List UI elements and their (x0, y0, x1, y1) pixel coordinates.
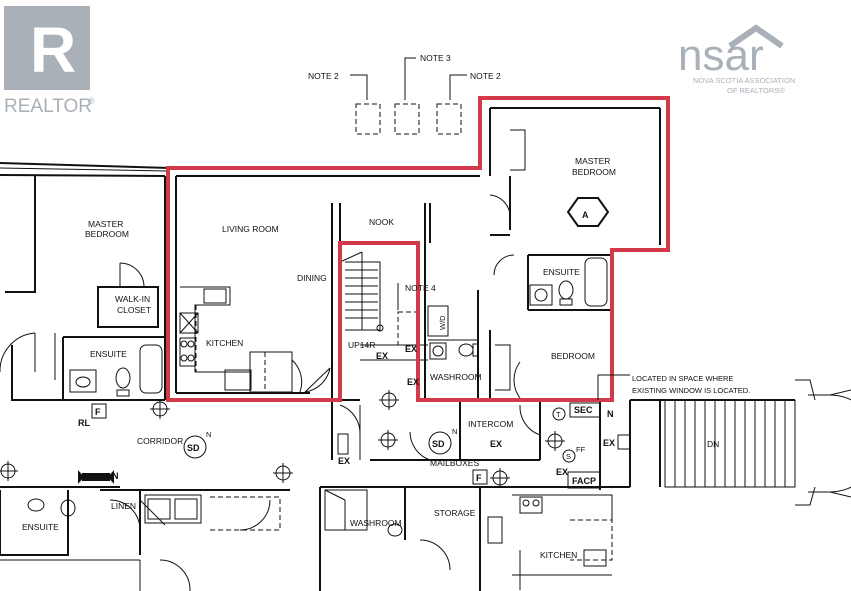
ex-sign-7: EX (603, 438, 615, 448)
sd-left-n: N (206, 430, 211, 439)
master-bedroom-a-line1: MASTER (575, 156, 610, 166)
master-bedroom-a-line2: BEDROOM (572, 167, 616, 177)
ex-sign-5: EX (490, 439, 502, 449)
note-4: NOTE 4 (405, 283, 436, 293)
walls (0, 107, 851, 591)
sd-mid-n: N (452, 427, 457, 436)
nsar-watermark: nsar NOVA SCOTIA ASSOCIATION OF REALTORS… (678, 24, 795, 95)
kitchen-lower-label: KITCHEN (540, 550, 577, 560)
corridor-label: CORRIDOR (137, 436, 183, 446)
s-symbol: S (566, 452, 571, 461)
linen-label: LINEN (111, 501, 136, 511)
top-notes: NOTE 2 NOTE 3 NOTE 2 (308, 53, 501, 135)
svg-text:R: R (30, 14, 76, 86)
f-sign-2: F (476, 473, 482, 483)
facp-label: FACP (572, 476, 596, 486)
bedroom-label: BEDROOM (551, 351, 595, 361)
note-2-left: NOTE 2 (308, 71, 339, 81)
north-mark-right: N (607, 409, 614, 419)
sec-label: SEC (574, 405, 593, 415)
ex-sign-4: EX (338, 456, 350, 466)
unit-a-tag: A (566, 197, 610, 227)
f-sign-1: F (95, 407, 101, 417)
annotations: NOTE 4 UP14R EX EX EX W/D LOCATED IN SPA… (0, 283, 750, 489)
walk-in-closet-line2: CLOSET (117, 305, 151, 315)
north-mark-left: N (112, 471, 119, 481)
intercom-label: INTERCOM (468, 419, 513, 429)
mailboxes-label: MAILBOXES (430, 458, 479, 468)
ex-sign-6: EX (556, 467, 568, 477)
stair (339, 251, 384, 332)
nsar-line2: OF REALTORS® (727, 86, 785, 95)
ff-label: FF (576, 445, 586, 454)
washroom-lower-label: WASHROOM (350, 518, 402, 528)
walk-in-closet-line1: WALK-IN (115, 294, 150, 304)
nsar-line1: NOVA SCOTIA ASSOCIATION (693, 76, 795, 85)
nook-label: NOOK (369, 217, 394, 227)
realtor-mark: ® (88, 96, 95, 106)
note-2-right: NOTE 2 (470, 71, 501, 81)
sd-mid: SD (432, 439, 445, 449)
master-bedroom-left-line2: BEDROOM (85, 229, 129, 239)
realtor-text: REALTOR (4, 96, 92, 117)
wd-label: W/D (438, 315, 447, 330)
room-labels: MASTER BEDROOM LIVING ROOM DINING NOOK K… (22, 156, 616, 560)
note-3: NOTE 3 (420, 53, 451, 63)
dn-label: DN (707, 439, 719, 449)
ex-sign-1: EX (376, 351, 388, 361)
window-note-line2: EXISTING WINDOW IS LOCATED. (632, 386, 750, 395)
ex-sign-2: EX (405, 344, 417, 354)
nsar-logo: nsar (678, 31, 764, 80)
kitchen-label: KITCHEN (206, 338, 243, 348)
realtor-watermark: R REALTOR ® (4, 6, 95, 117)
stair-label: UP14R (348, 340, 375, 350)
living-room-label: LIVING ROOM (222, 224, 279, 234)
dining-label: DINING (297, 273, 327, 283)
washroom-unit-label: WASHROOM (430, 372, 482, 382)
ensuite-left-label: ENSUITE (90, 349, 127, 359)
unit-a-outline (166, 96, 670, 402)
rl-label: RL (78, 418, 90, 428)
master-bedroom-left-line1: MASTER (88, 219, 123, 229)
ensuite-lower-label: ENSUITE (22, 522, 59, 532)
ensuite-a-label: ENSUITE (543, 267, 580, 277)
sd-left: SD (187, 443, 200, 453)
ex-sign-3: EX (407, 377, 419, 387)
window-note-line1: LOCATED IN SPACE WHERE (632, 374, 733, 383)
unit-a-letter: A (582, 210, 589, 220)
t-symbol: T (556, 410, 561, 419)
storage-label: STORAGE (434, 508, 476, 518)
